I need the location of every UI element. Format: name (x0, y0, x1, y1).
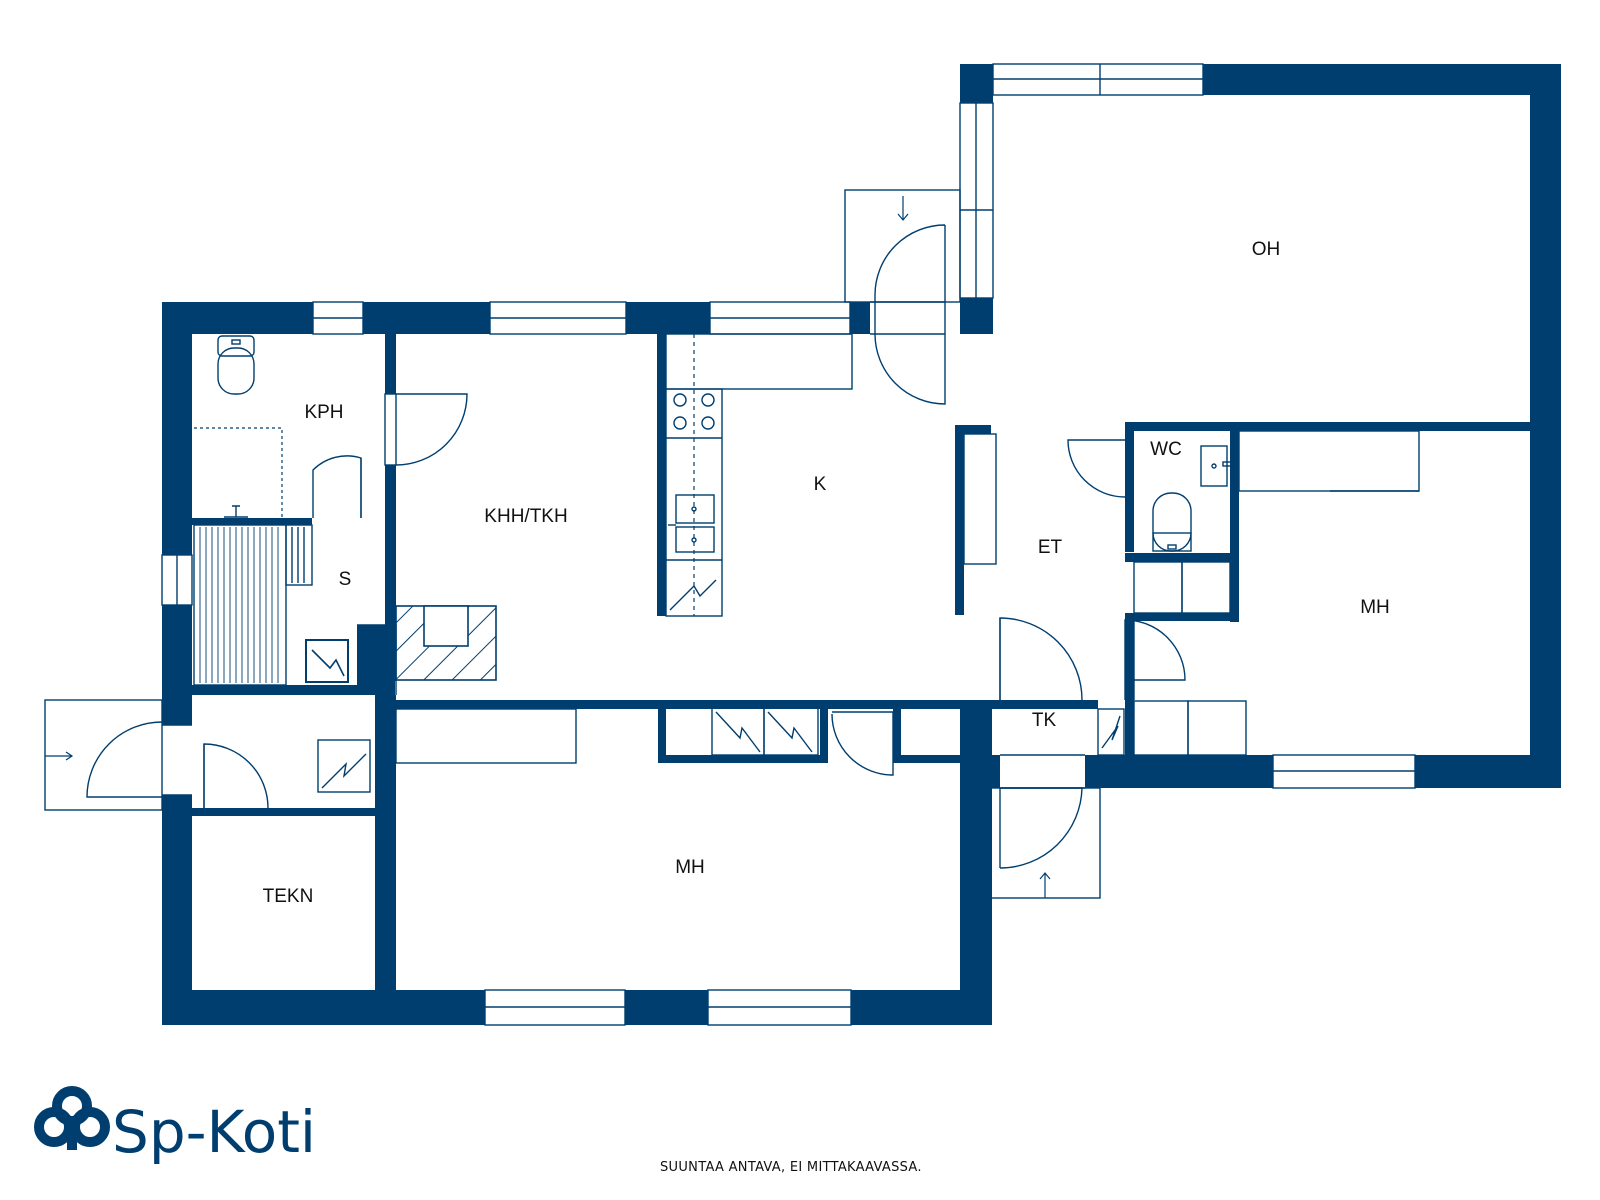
room-label-tekn: TEKN (263, 886, 314, 907)
room-label-tk: TK (1032, 710, 1057, 731)
room-label-mh-bottom: MH (675, 857, 705, 878)
sauna-bench (199, 527, 279, 683)
room-label-kph: KPH (304, 402, 343, 423)
interior-walls (162, 302, 1545, 990)
room-label-et: ET (1038, 537, 1063, 558)
room-label-wc: WC (1150, 439, 1182, 460)
doors (44, 189, 1186, 899)
walls (162, 64, 1561, 1025)
sp-koti-logo: Sp-Koti (34, 1086, 316, 1166)
disclaimer-text: SUUNTAA ANTAVA, EI MITTAKAAVASSA. (660, 1160, 922, 1175)
room-label-khh-tkh: KHH/TKH (484, 506, 567, 527)
room-label-k: K (814, 474, 827, 495)
windows (161, 63, 1416, 1026)
clover-logo-icon (34, 1086, 110, 1150)
room-label-mh-right: MH (1360, 597, 1390, 618)
fixtures (193, 333, 1420, 793)
room-labels: KPH S KHH/TKH K OH WC ET MH TK MH TEKN (263, 239, 1390, 907)
brand-name: Sp-Koti (112, 1098, 316, 1166)
room-label-s: S (339, 569, 352, 590)
room-label-oh: OH (1252, 239, 1281, 260)
